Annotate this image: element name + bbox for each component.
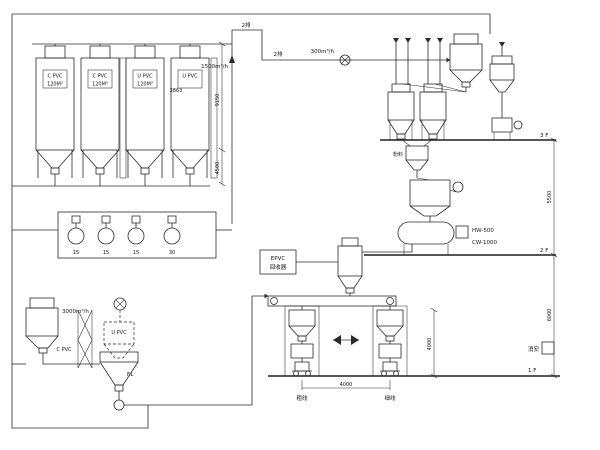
vent-icon	[393, 38, 399, 43]
packing-left-label: 粗线	[296, 394, 308, 402]
silo-4-material: U PVC	[182, 74, 198, 80]
vent-icon	[437, 38, 443, 43]
silo-1-volume: 120M³	[47, 82, 63, 88]
hot-mixer-label: HW-500	[472, 228, 494, 234]
blower-1-kw: 15	[73, 250, 79, 256]
fire-box-label: 消安	[528, 345, 540, 353]
flow-arrow-up-icon	[229, 55, 235, 63]
silo-4: U PVC	[170, 44, 210, 186]
recovery-label-1: EPVC	[271, 256, 286, 262]
silo-2: C PVC 120M³	[80, 44, 120, 186]
epvc-recovery-box: EPVC 回收器	[259, 249, 338, 275]
station-dashed-hopper: U PVC	[103, 321, 135, 359]
day-bin-2	[419, 38, 447, 140]
right-dimensions: 5500 6000	[547, 137, 558, 379]
blower-4-kw: 30	[169, 250, 175, 256]
floor-3f-label: 3 F	[540, 133, 548, 139]
booster-fan	[339, 54, 351, 66]
vent-icon	[405, 38, 411, 43]
station-fan	[113, 297, 127, 322]
fire-safety-box: 消安	[528, 341, 555, 355]
screw-conveyor	[267, 295, 397, 310]
blower-3: 15	[127, 215, 145, 256]
silo-2-volume: 120M³	[92, 82, 108, 88]
flow-station-label: 3000m³/h	[62, 308, 89, 315]
floor-level-label: F.L	[127, 372, 134, 378]
dim-floor-2-3: 5500	[547, 191, 553, 204]
packing-right-label: 细线	[384, 394, 396, 402]
dim-packing-span: 4000	[340, 382, 353, 388]
flow-booster-label: 300m³/h	[311, 48, 335, 55]
station-upvc-label: U PVC	[111, 330, 127, 336]
floor-2f-label: 2 F	[540, 248, 548, 254]
blower-station: 15 15 15 30	[57, 211, 217, 259]
rows-a-label: 2排	[242, 21, 251, 29]
rows-b-label: 2排	[274, 50, 283, 58]
floor-1f-label: 1 F	[528, 368, 536, 374]
weigh-hopper: 粉料	[393, 138, 434, 178]
blower-2-kw: 15	[103, 250, 109, 256]
station-filter-bin	[25, 297, 100, 365]
shuttle-arrow-icon	[333, 335, 359, 345]
packing-station-right: 细线	[372, 305, 408, 402]
surge-vessel	[337, 237, 363, 296]
blower-4: 30	[163, 215, 181, 256]
silo-3-material: U PVC	[137, 74, 153, 80]
pipe-left-loop	[11, 14, 149, 429]
pipe-top-air-line	[12, 13, 491, 34]
receiving-filter	[402, 33, 483, 93]
packing-dimensions: 4000 4000	[301, 307, 438, 390]
station-support-tower	[77, 309, 93, 369]
station-weigh-hopper: F.L	[99, 351, 139, 411]
packing-station-left: 粗线	[284, 305, 320, 402]
right-plant: 3 F 2 F 1 F	[259, 33, 560, 402]
station-cpvc-label: C PVC	[56, 347, 72, 353]
dim-floor-1-2: 6000	[547, 309, 553, 322]
blower-2: 15	[97, 215, 115, 256]
recovery-label-2: 回收器	[270, 263, 287, 271]
silo-1-material: C PVC	[47, 74, 63, 80]
cooling-mixer	[397, 221, 469, 255]
pipe-network	[11, 13, 491, 429]
weigh-hopper-label: 粉料	[393, 151, 403, 158]
day-bin-1	[387, 38, 415, 140]
blower-1: 15	[67, 215, 85, 256]
vent-icon	[499, 42, 505, 47]
silo-ladder-2	[210, 57, 218, 179]
cool-mixer-label: CW-1000	[472, 240, 498, 246]
hot-mixer	[409, 177, 464, 222]
dim-silo-pitch: 3863	[170, 88, 183, 94]
pipe-main-conveying-line	[231, 29, 451, 224]
silo-3-volume: 120M³	[137, 82, 153, 88]
dim-silo-body: 9150	[215, 94, 221, 107]
pipe-station-transfer	[124, 293, 269, 406]
silo-3: U PVC 120M³	[125, 44, 165, 186]
silo-2-material: C PVC	[92, 74, 108, 80]
left-dimensions: 9150 4500 3863 1500m³/h 2排 2排 300m³/h	[170, 21, 351, 187]
bottom-left-station: 3000m³/h C PVC U PVC	[25, 297, 139, 411]
blower-3-kw: 15	[133, 250, 139, 256]
flow-main-label: 1500m³/h	[201, 63, 228, 70]
dim-silo-legs: 4500	[215, 162, 221, 175]
silo-ladder-1	[119, 57, 127, 179]
silo-1: C PVC 120M³	[35, 44, 75, 186]
silo-group: C PVC 120M³ C PVC 120M³	[35, 44, 218, 186]
vent-icon	[425, 38, 431, 43]
pipe-cooler-discharge	[362, 244, 413, 253]
dim-packing-height: 4000	[427, 338, 433, 351]
secondary-receiver	[489, 42, 523, 140]
